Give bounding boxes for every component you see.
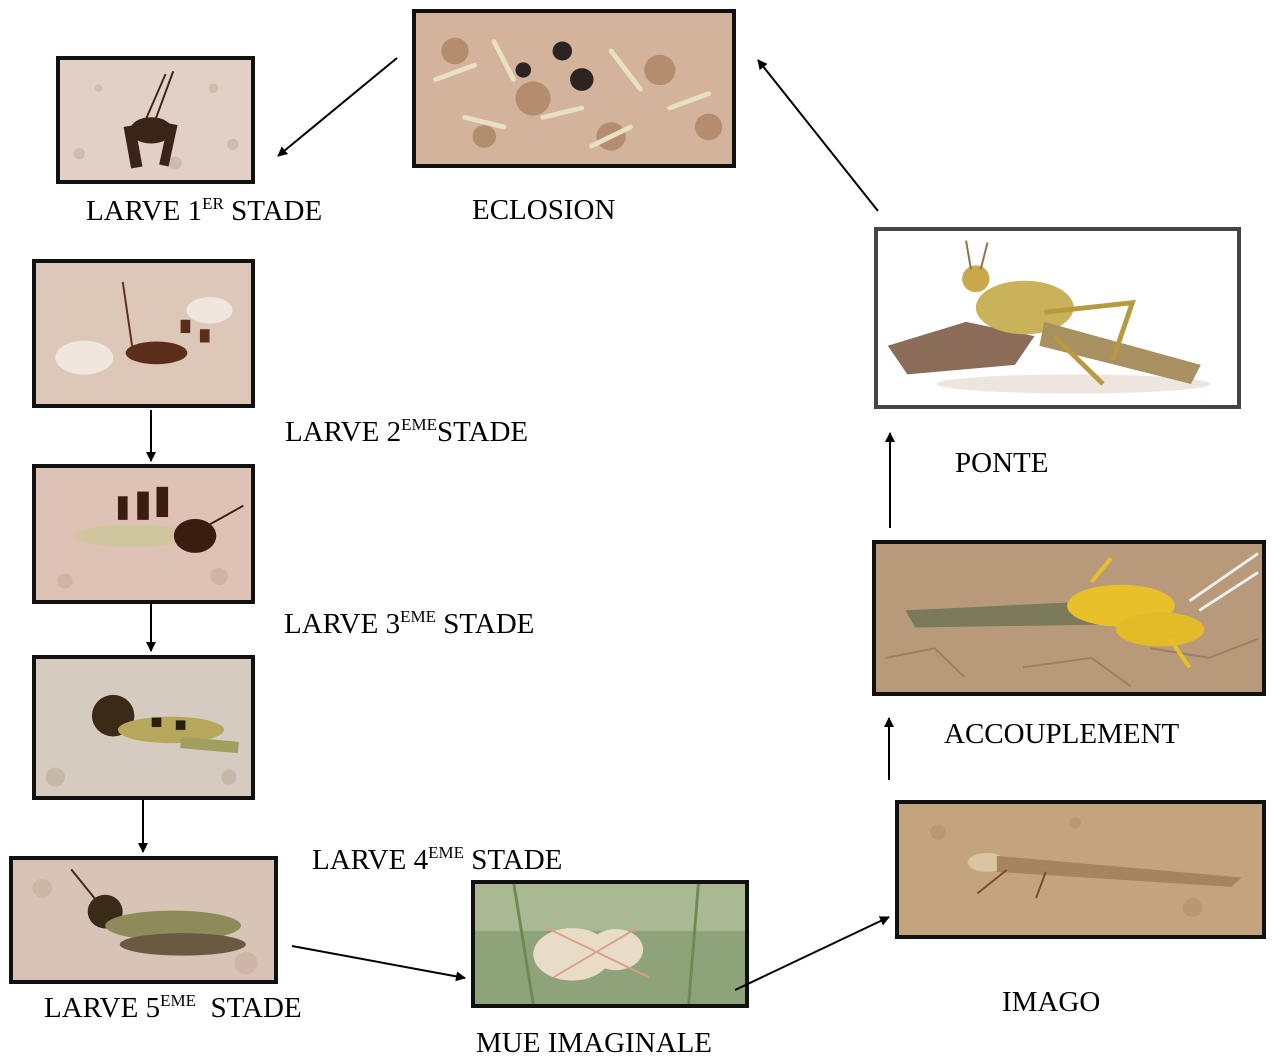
arrow-mue-to-imago [735,917,889,990]
photo-larve-3eme-stade [32,464,255,604]
label-accouplement: ACCOUPLEMENT [944,720,1179,749]
label-larve-5eme-stade: LARVE 5EME STADE [44,994,302,1023]
photo-larve-4eme-stade [32,655,255,800]
label-larve-2eme-stade: LARVE 2EMESTADE [285,418,528,447]
arrow-eclosion-to-larve1 [278,58,397,156]
photo-larve-2eme-stade [32,259,255,408]
label-imago: IMAGO [1002,988,1100,1017]
arrow-larve5-to-mue [292,946,465,978]
photo-imago [895,800,1266,939]
label-mue-imaginale: MUE IMAGINALE [476,1029,712,1058]
arrow-ponte-to-eclosion [758,60,878,211]
photo-ponte [874,227,1241,409]
photo-accouplement [872,540,1266,696]
label-ponte: PONTE [955,449,1048,478]
label-larve-4eme-stade: LARVE 4EME STADE [312,846,562,875]
label-eclosion: ECLOSION [472,196,615,225]
photo-larve-5eme-stade [9,856,278,984]
label-larve-1er-stade: LARVE 1ER STADE [86,197,322,226]
photo-mue-imaginale [471,880,749,1008]
label-larve-3eme-stade: LARVE 3EME STADE [284,610,534,639]
photo-larve-1er-stade [56,56,255,184]
photo-eclosion [412,9,736,168]
